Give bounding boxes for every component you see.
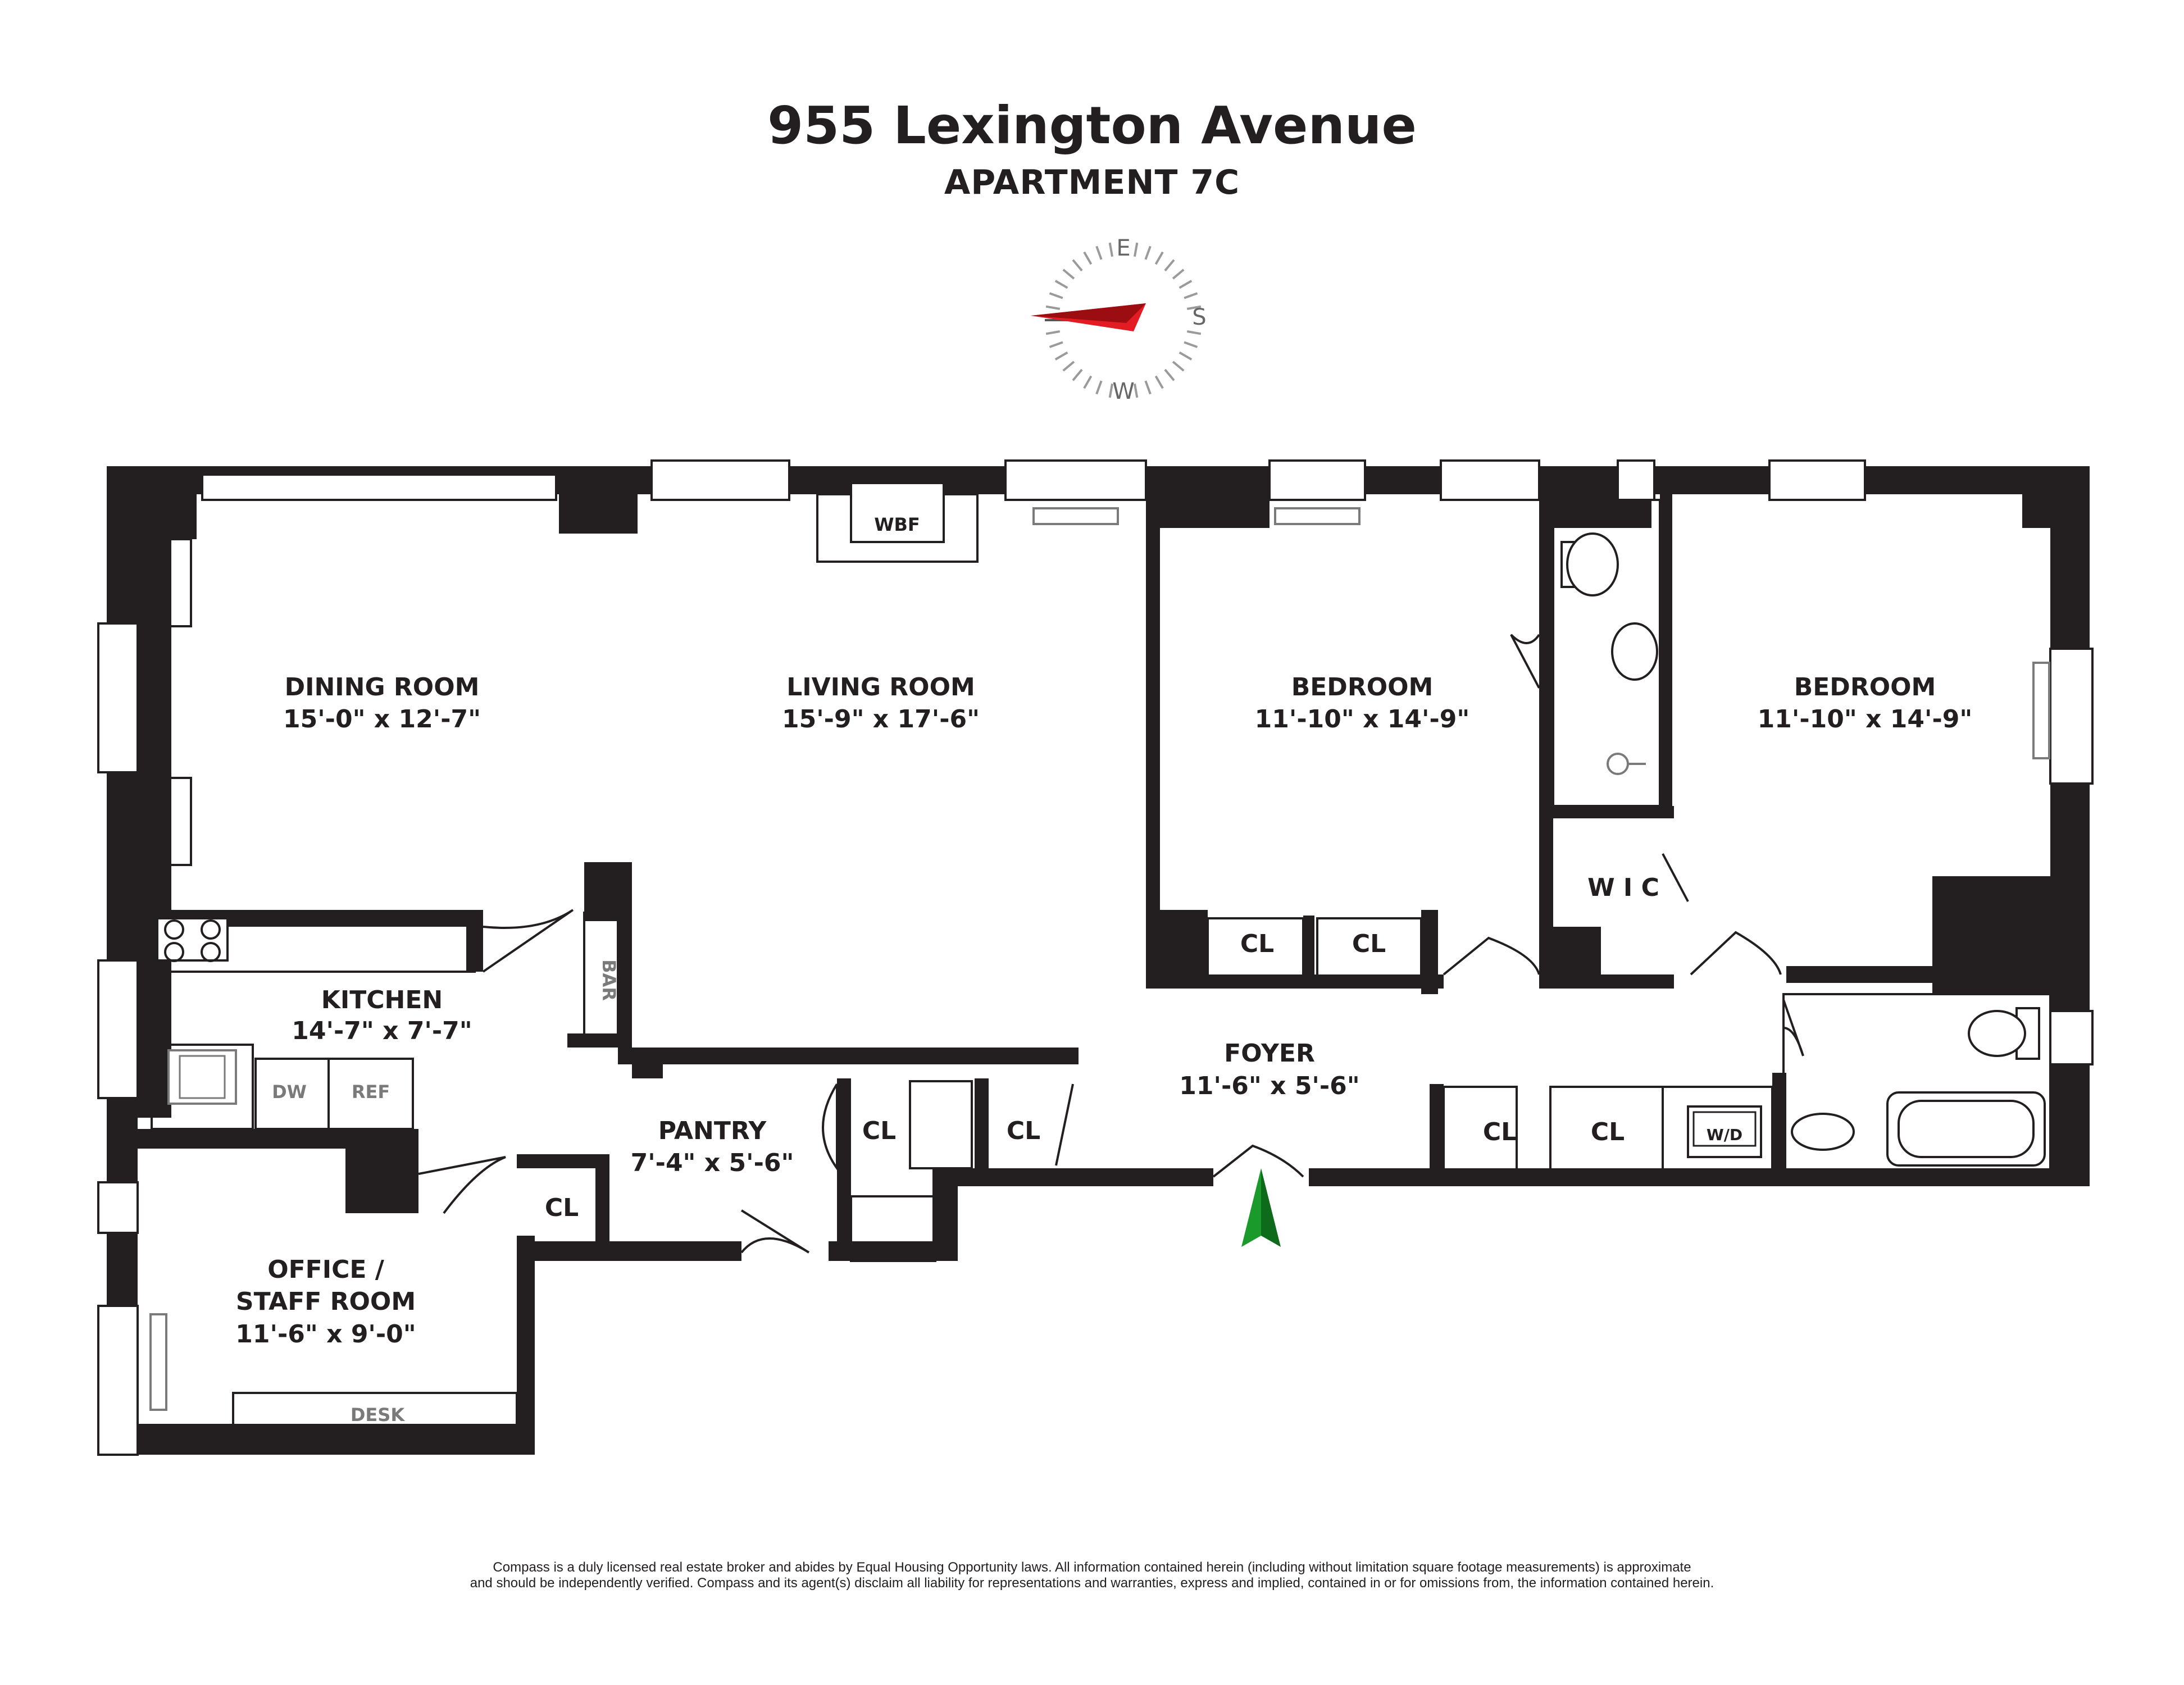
compass-tick bbox=[1054, 280, 1068, 289]
compass-tick bbox=[1083, 251, 1093, 265]
stove-icon bbox=[156, 917, 229, 962]
compass-tick bbox=[1186, 330, 1202, 335]
compass-tick bbox=[1054, 351, 1068, 361]
compass-tick bbox=[1144, 245, 1152, 260]
walk-in-closet-label: W I C bbox=[1587, 873, 1659, 902]
compass-south-letter: S bbox=[1192, 304, 1206, 330]
bathtub-icon bbox=[1791, 1091, 2046, 1167]
compass-tick bbox=[1049, 292, 1063, 299]
compass-tick bbox=[1062, 268, 1075, 280]
refrigerator-label: REF bbox=[352, 1081, 390, 1103]
kitchen-name: KITCHEN bbox=[321, 986, 443, 1014]
interior-walls bbox=[107, 494, 2090, 1261]
bedroom-2-name: BEDROOM bbox=[1794, 673, 1936, 702]
compass-tick bbox=[1045, 330, 1061, 335]
compass-tick bbox=[1179, 351, 1193, 361]
fireplace-label: WBF bbox=[874, 514, 920, 535]
compass-tick bbox=[1095, 245, 1103, 260]
closet-label: CL bbox=[1007, 1117, 1040, 1145]
compass-tick bbox=[1072, 368, 1083, 381]
living-room-dims: 15'-9" x 17'-6" bbox=[782, 705, 980, 734]
closet-label: CL bbox=[1483, 1118, 1517, 1146]
office-dims: 11'-6" x 9'-0" bbox=[235, 1320, 416, 1349]
bedroom-2-dims: 11'-10" x 14'-9" bbox=[1758, 705, 1973, 734]
desk-label: DESK bbox=[351, 1404, 405, 1426]
compass-tick bbox=[1179, 280, 1193, 289]
shower-drain-icon bbox=[1607, 753, 1646, 775]
pantry-dims: 7'-4" x 5'-6" bbox=[631, 1149, 794, 1177]
pantry-name: PANTRY bbox=[658, 1117, 767, 1145]
disclaimer-line-1: Compass is a duly licensed real estate b… bbox=[493, 1560, 1691, 1575]
compass-tick bbox=[1083, 375, 1093, 389]
apartment-subtitle: APARTMENT 7C bbox=[944, 163, 1240, 202]
compass-tick bbox=[1108, 242, 1114, 257]
office-name-line1: OFFICE / bbox=[267, 1255, 385, 1284]
compass-tick bbox=[1154, 375, 1164, 389]
office-name-line2: STAFF ROOM bbox=[236, 1287, 416, 1316]
closet-label: CL bbox=[862, 1117, 896, 1145]
compass-tick bbox=[1172, 268, 1185, 280]
bedroom-1-dims: 11'-10" x 14'-9" bbox=[1255, 705, 1470, 734]
door-swings bbox=[418, 634, 1804, 1254]
dining-room-name: DINING ROOM bbox=[285, 673, 480, 702]
compass-west-letter: W bbox=[1112, 379, 1135, 404]
entry-arrow-icon bbox=[1241, 1168, 1281, 1247]
living-room-name: LIVING ROOM bbox=[786, 673, 975, 702]
closet-label: CL bbox=[545, 1194, 579, 1222]
compass-tick bbox=[1172, 361, 1185, 372]
compass-tick bbox=[1072, 259, 1083, 272]
closet-label: CL bbox=[1352, 930, 1386, 958]
room-labels: DINING ROOM 15'-0" x 12'-7" LIVING ROOM … bbox=[235, 673, 1972, 1426]
kitchen-dims: 14'-7" x 7'-7" bbox=[292, 1017, 472, 1045]
thin-walls bbox=[151, 499, 2051, 1433]
bedroom-1-name: BEDROOM bbox=[1291, 673, 1434, 702]
dishwasher-label: DW bbox=[272, 1081, 307, 1103]
legal-disclaimer: Compass is a duly licensed real estate b… bbox=[0, 1560, 2184, 1591]
washer-dryer-label: W/D bbox=[1707, 1126, 1742, 1144]
floorplan-title: 955 Lexington Avenue bbox=[767, 95, 1417, 156]
compass-tick bbox=[1184, 341, 1198, 348]
toilet-icon bbox=[1560, 532, 2040, 1060]
foyer-dims: 11'-6" x 5'-6" bbox=[1179, 1072, 1359, 1100]
dining-room-dims: 15'-0" x 12'-7" bbox=[283, 705, 481, 734]
bar-label: BAR bbox=[598, 959, 620, 1001]
compass-tick bbox=[1062, 361, 1075, 372]
washer-dryer-icon bbox=[1687, 1105, 1762, 1158]
compass-tick bbox=[1164, 368, 1175, 381]
closet-label: CL bbox=[1240, 930, 1274, 958]
windows bbox=[97, 459, 2094, 1456]
radiators bbox=[149, 507, 2050, 1411]
compass-tick bbox=[1095, 380, 1103, 395]
compass-east-letter: E bbox=[1116, 235, 1130, 261]
fireplace: WBF bbox=[816, 482, 979, 563]
compass-tick bbox=[1133, 383, 1139, 398]
compass-icon: E S W bbox=[1031, 235, 1207, 404]
compass-tick bbox=[1154, 251, 1164, 265]
compass-tick bbox=[1164, 259, 1175, 272]
disclaimer-line-2: and should be independently verified. Co… bbox=[470, 1575, 1714, 1591]
foyer-name: FOYER bbox=[1224, 1039, 1315, 1068]
sink-icon bbox=[167, 1049, 237, 1105]
compass-tick bbox=[1144, 380, 1152, 395]
closet-label: CL bbox=[1591, 1118, 1625, 1146]
compass-tick bbox=[1133, 242, 1139, 257]
compass-tick bbox=[1045, 305, 1061, 311]
compass-tick bbox=[1049, 341, 1063, 348]
compass-tick bbox=[1108, 383, 1114, 398]
compass-tick bbox=[1184, 292, 1198, 299]
compass-tick bbox=[1186, 305, 1202, 311]
